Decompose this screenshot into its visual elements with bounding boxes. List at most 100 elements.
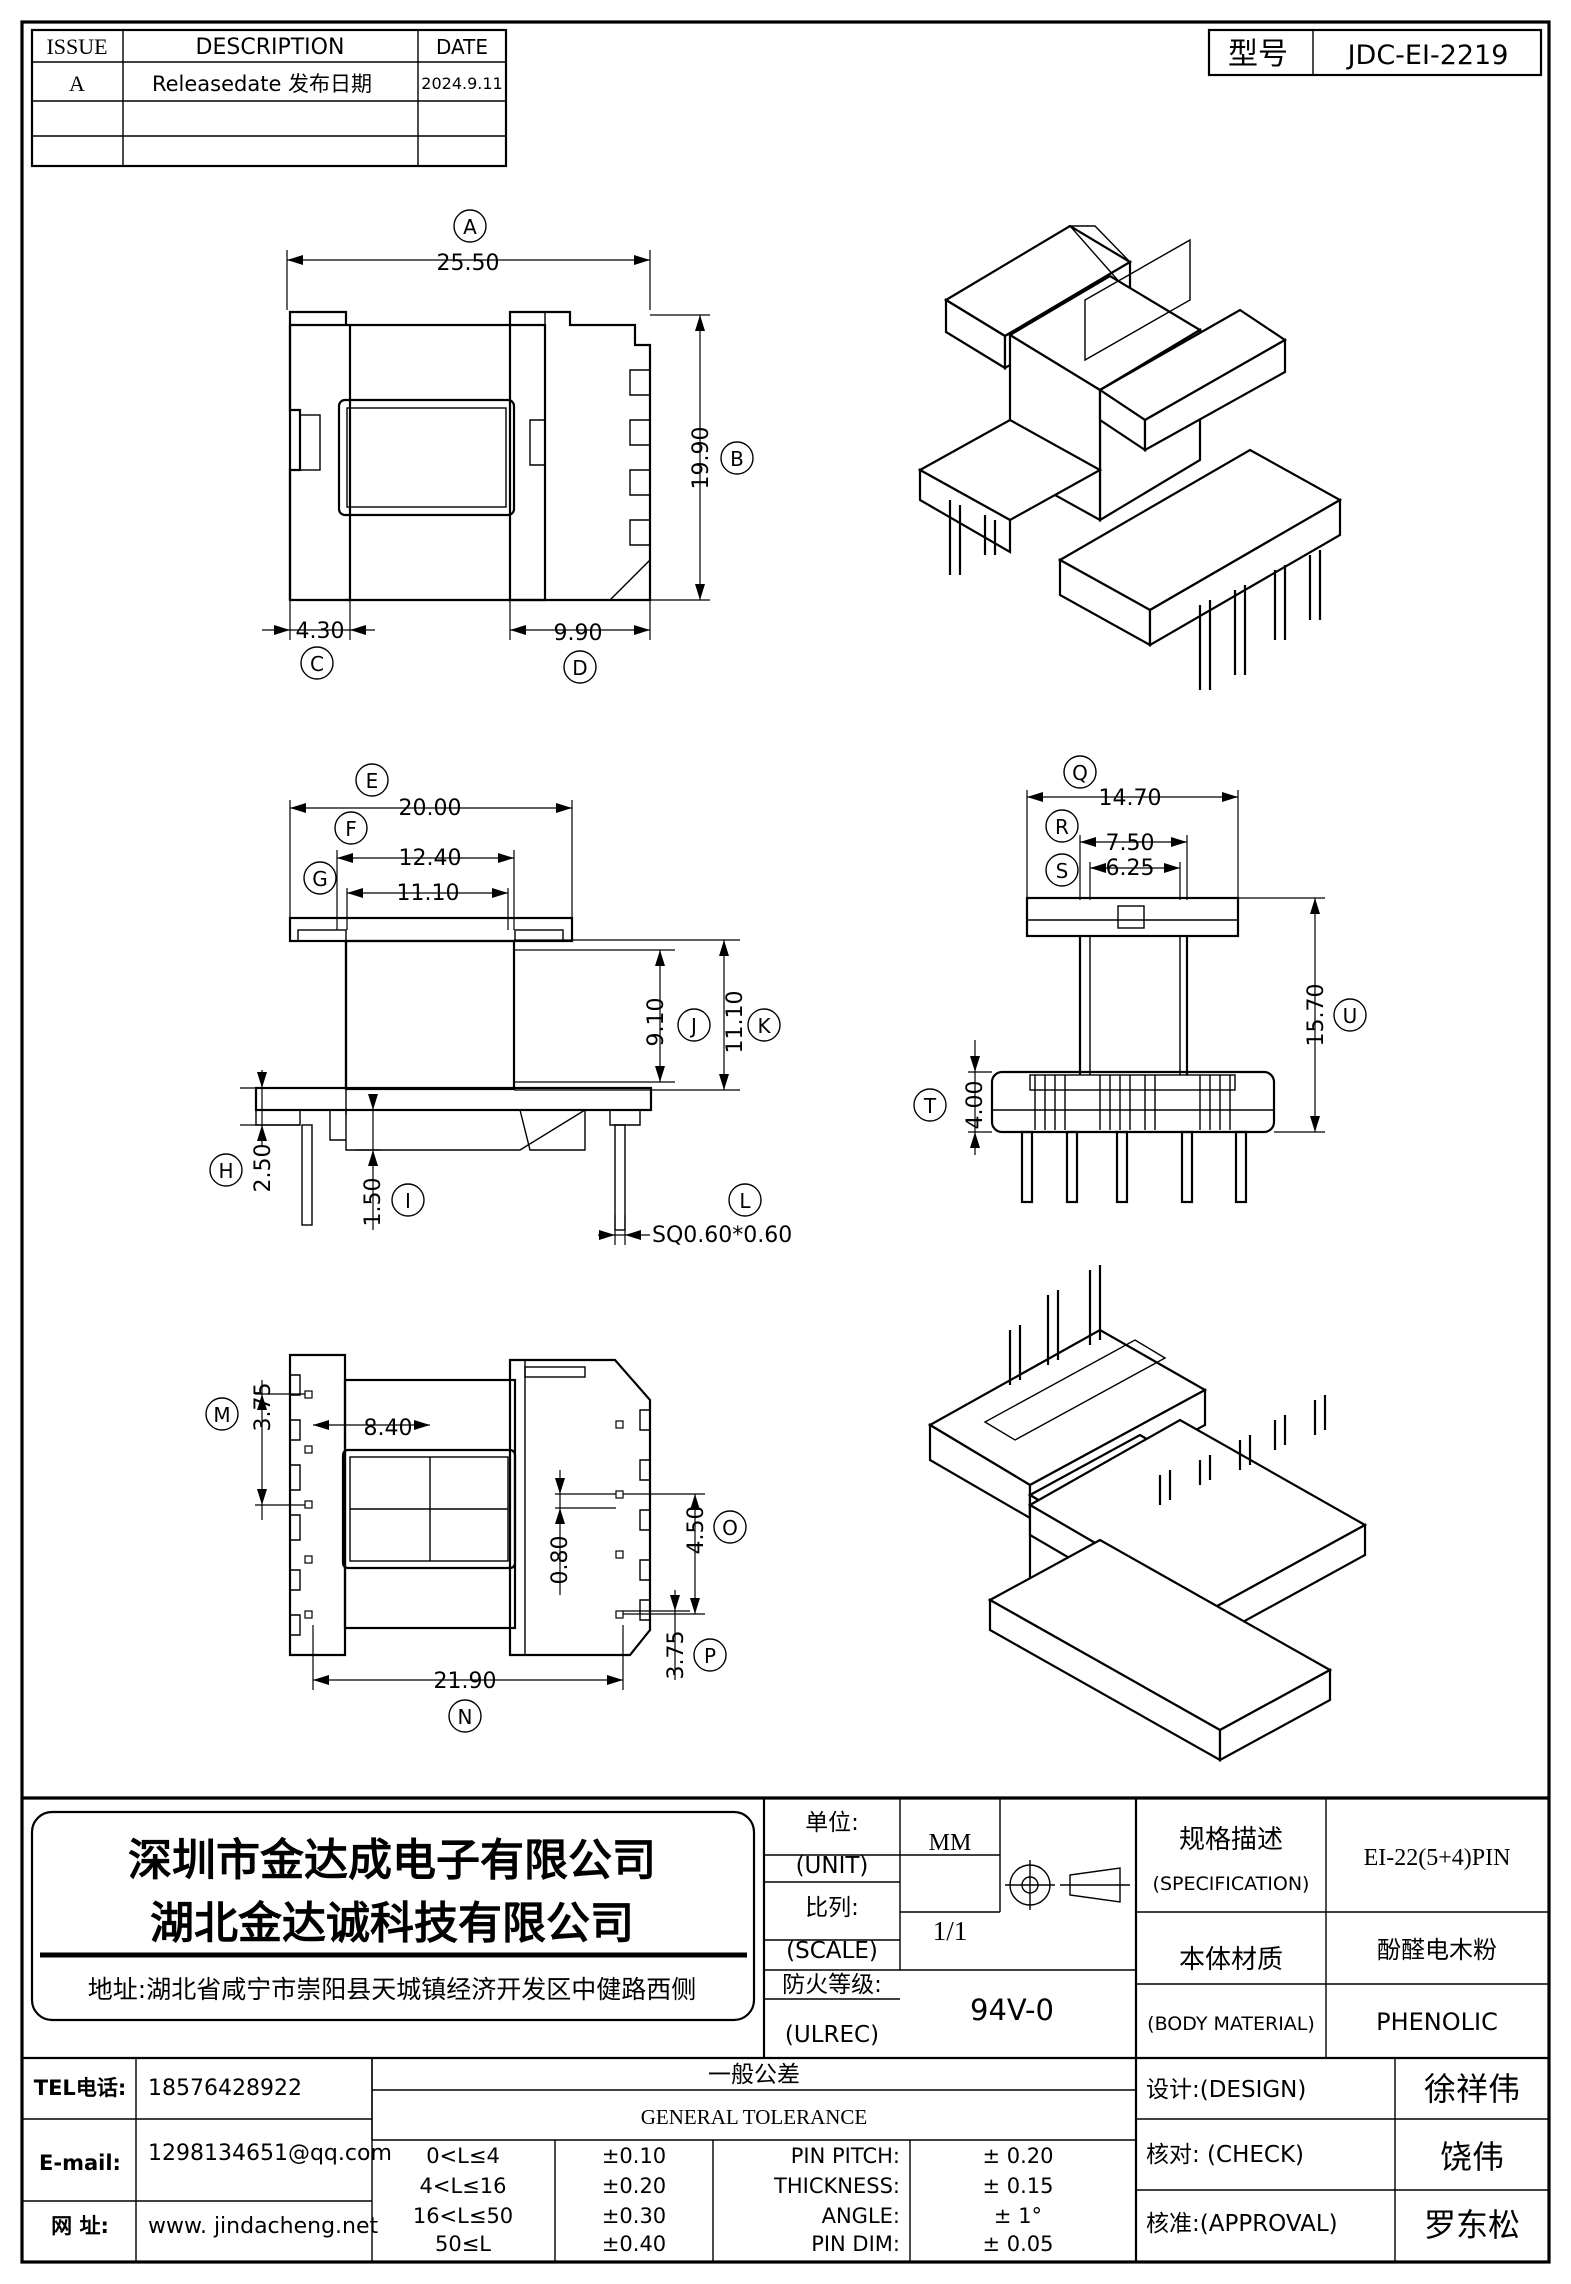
tol-val-3: ±0.30 [602,2204,666,2228]
company-name-1: 深圳市金达成电子有限公司 [128,1835,656,1886]
material-value-en: PHENOLIC [1376,2008,1498,2036]
unit-label-cn: 单位: [805,1810,859,1836]
tol-pval-1: ± 0.20 [982,2144,1053,2168]
tel-label: TEL电话: [34,2076,126,2100]
approval-name: 罗东松 [1424,2206,1520,2244]
spec-label-en: (SPECIFICATION) [1153,1873,1310,1895]
balloon-i: I [405,1189,411,1213]
isometric-view-bottom [927,1265,1368,1762]
spec-label-cn: 规格描述 [1179,1825,1283,1855]
front-view: 20.00 E 12.40 F 11.10 G [209,763,792,1248]
balloon-t: T [923,1094,937,1118]
balloon-j: J [689,1014,697,1038]
dim-f-value: 12.40 [399,846,462,871]
tol-param-2: THICKNESS: [773,2174,900,2198]
dim-i-value: 1.50 [361,1178,386,1227]
balloon-a: A [463,215,477,239]
balloon-u: U [1343,1004,1358,1028]
revision-table: ISSUE DESCRIPTION DATE A Releasedate 发布日… [30,28,508,168]
model-box: 型号 JDC-EI-2219 [1207,28,1543,77]
scale-value: 1/1 [933,1916,968,1946]
dim-d-value: 9.90 [554,621,603,646]
dim-a-value: 25.50 [437,251,500,276]
unit-value: MM [929,1830,972,1856]
dim-r-value: 7.50 [1106,831,1155,856]
material-label-cn: 本体材质 [1179,1945,1283,1975]
web-value: www. jindacheng.net [148,2214,379,2239]
tol-pval-2: ± 0.15 [982,2174,1053,2198]
dim-p-value: 3.75 [664,1631,689,1680]
tol-val-2: ±0.20 [602,2174,666,2198]
projection-symbol [1005,1860,1130,1910]
material-label-en: (BODY MATERIAL) [1147,2013,1315,2035]
dim-s-value: 6.25 [1106,856,1155,881]
balloon-e: E [366,769,379,793]
tol-pval-4: ± 0.05 [982,2232,1053,2256]
title-block: 深圳市金达成电子有限公司 湖北金达诚科技有限公司 地址:湖北省咸宁市崇阳县天城镇… [22,1796,1549,2262]
unit-label-en: (UNIT) [796,1853,869,1879]
dim-c-value: 4.30 [296,619,345,644]
material-value-cn: 酚醛电木粉 [1377,1936,1497,1964]
check-name: 饶伟 [1440,2138,1504,2176]
balloon-h: H [218,1159,233,1183]
model-value: JDC-EI-2219 [1346,40,1509,71]
approval-label: 核准:(APPROVAL) [1146,2211,1338,2237]
balloon-p: P [704,1644,716,1668]
tol-param-1: PIN PITCH: [791,2144,900,2168]
balloon-c: C [310,652,324,676]
dim-k-value: 11.10 [723,991,748,1054]
dim-q-value: 14.70 [1099,786,1162,811]
dim-bottom-c2: 0.80 [548,1536,573,1585]
email-value: 1298134651@qq.com [148,2141,392,2166]
tol-param-3: ANGLE: [822,2204,900,2228]
dim-m-value: 3.75 [251,1383,276,1432]
balloon-g: G [312,867,328,891]
company-address: 地址:湖北省咸宁市崇阳县天城镇经济开发区中健路西侧 [88,1975,696,2004]
design-name: 徐祥伟 [1424,2070,1520,2108]
balloon-b: B [730,447,744,471]
description-cell: Releasedate 发布日期 [152,72,372,96]
company-name-2: 湖北金达诚科技有限公司 [150,1898,634,1949]
balloon-r: R [1055,815,1069,839]
balloon-q: Q [1072,761,1088,785]
tel-value: 18576428922 [148,2076,302,2101]
flame-value: 94V-0 [970,1993,1054,2027]
isometric-view-top [917,224,1343,690]
dim-t-value: 4.00 [963,1081,988,1130]
date-header: DATE [436,35,488,59]
web-label: 网 址: [51,2214,109,2238]
tol-range-3: 16<L≤50 [413,2204,513,2228]
balloon-s: S [1056,859,1069,883]
tol-val-4: ±0.40 [602,2232,666,2256]
balloon-m: M [213,1403,230,1427]
spec-value: EI-22(5+4)PIN [1364,1845,1511,1871]
balloon-f: F [345,817,357,841]
balloon-d: D [572,656,587,680]
dim-b-value: 19.90 [689,427,714,490]
sheet-border [20,20,1551,2264]
scale-label-cn: 比列: [805,1895,859,1921]
date-cell: 2024.9.11 [421,74,502,93]
tolerance-title-en: GENERAL TOLERANCE [641,2105,868,2129]
email-label: E-mail: [39,2151,121,2175]
dim-n-value: 21.90 [434,1669,497,1694]
dim-bottom-c1: 8.40 [364,1416,413,1441]
tol-range-2: 4<L≤16 [420,2174,507,2198]
dim-g-value: 11.10 [397,881,460,906]
balloon-n: N [458,1705,473,1729]
flame-label-en: (ULREC) [785,2022,879,2048]
model-label: 型号 [1228,37,1288,72]
issue-cell: A [69,71,85,96]
dim-h-value: 2.50 [251,1144,276,1193]
top-view: 25.50 A 19.90 B 4.30 C [262,209,754,684]
scale-label-en: (SCALE) [786,1938,878,1964]
tolerance-title-cn: 一般公差 [708,2062,800,2087]
bottom-view: 8.40 3.75 M 0.80 4.50 O 3.75 P 21 [205,1353,747,1733]
dim-o-value: 4.50 [684,1506,709,1555]
issue-header: ISSUE [46,34,107,59]
description-header: DESCRIPTION [196,35,345,60]
tol-pval-3: ± 1° [994,2204,1042,2228]
check-label: 核对: (CHECK) [1146,2142,1304,2168]
balloon-o: O [722,1516,738,1540]
